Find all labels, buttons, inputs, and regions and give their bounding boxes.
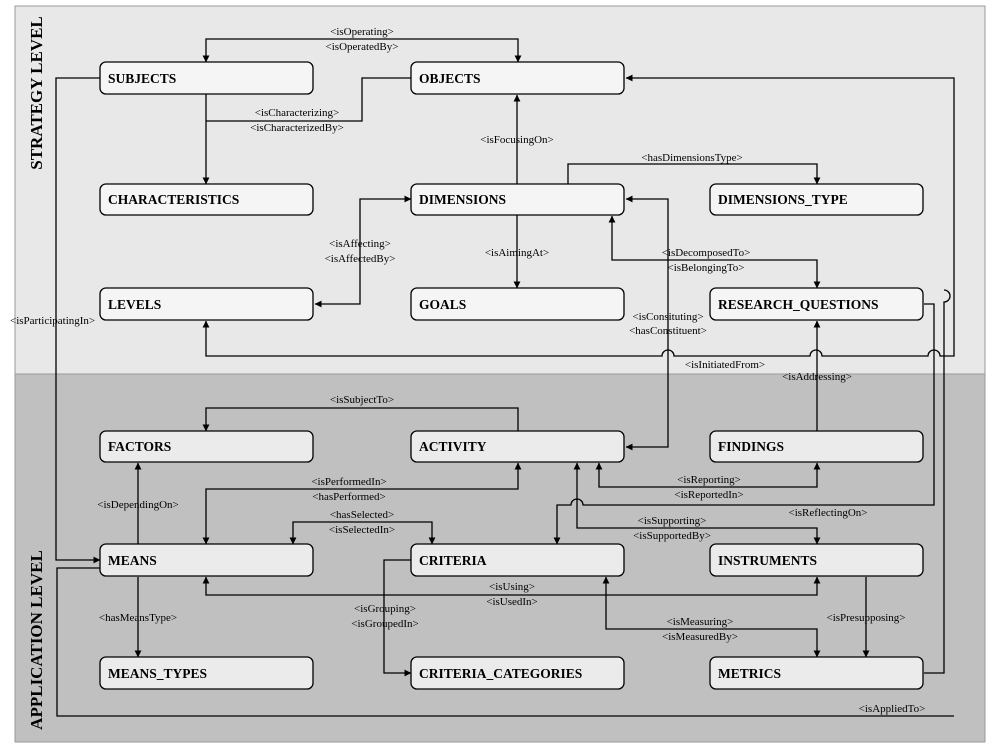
entity-levels[interactable]: LEVELS: [99, 287, 314, 321]
entity-label: MEANS: [108, 553, 157, 568]
relation-label: <isAffectedBy>: [325, 253, 396, 265]
relation-label: <isAffecting>: [329, 238, 391, 250]
relation-label: <isInitiatedFrom>: [685, 359, 765, 371]
entity-label: DIMENSIONS: [419, 192, 506, 207]
relation-label: <isAddressing>: [782, 371, 852, 383]
entity-findings[interactable]: FINDINGS: [709, 430, 924, 463]
relation-label: <isSupportedBy>: [633, 530, 711, 542]
edge-operating: [202, 38, 522, 63]
relation-label: <isReporting>: [677, 474, 741, 486]
entity-characteristics[interactable]: CHARACTERISTICS: [99, 183, 314, 216]
entity-criteria-categories[interactable]: CRITERIA_CATEGORIES: [410, 656, 625, 690]
edge-participating-in: [55, 77, 101, 564]
relation-label: <isSupporting>: [638, 515, 707, 527]
entity-label: RESEARCH_QUESTIONS: [718, 297, 879, 312]
relation-label: <isSelectedIn>: [329, 524, 395, 536]
relation-label: <isParticipatingIn>: [10, 315, 95, 327]
entity-metrics[interactable]: METRICS: [709, 656, 924, 690]
entity-label: OBJECTS: [419, 71, 481, 86]
relation-label: <isConsituting>: [632, 311, 703, 323]
entity-objects[interactable]: OBJECTS: [410, 61, 625, 95]
entity-goals[interactable]: GOALS: [410, 287, 625, 321]
entity-label: MEANS_TYPES: [108, 666, 207, 681]
entity-label: LEVELS: [108, 297, 161, 312]
relation-label: <isAimingAt>: [485, 247, 549, 259]
relation-label: <isCharacterizing>: [255, 107, 340, 119]
edge-subject-to: [202, 407, 519, 432]
entity-label: DIMENSIONS_TYPE: [718, 192, 848, 207]
relation-label: <isReportedIn>: [674, 489, 743, 501]
relation-label: <isOperating>: [330, 26, 394, 38]
relation-label: <hasDimensionsType>: [641, 152, 742, 164]
entity-instruments[interactable]: INSTRUMENTS: [709, 543, 924, 577]
relation-label: <isMeasuring>: [667, 616, 734, 628]
entity-label: FACTORS: [108, 439, 171, 454]
edge-measuring: [602, 576, 821, 658]
relation-label: <isMeasuredBy>: [662, 631, 738, 643]
application-level-label: APPLICATION LEVEL: [27, 550, 46, 730]
entity-label: SUBJECTS: [108, 71, 176, 86]
relation-label: <isAppliedTo>: [859, 703, 926, 715]
entity-research-questions[interactable]: RESEARCH_QUESTIONS: [709, 287, 924, 321]
relation-label: <isUsedIn>: [486, 596, 538, 608]
entity-activity[interactable]: ACTIVITY: [410, 430, 625, 463]
edge-performed-in: [202, 462, 522, 545]
relation-label: <isDecomposedTo>: [662, 247, 751, 259]
entity-criteria[interactable]: CRITERIA: [410, 543, 625, 577]
entity-dimensions-type[interactable]: DIMENSIONS_TYPE: [709, 183, 924, 216]
edge-metrics-findings: [924, 289, 951, 674]
relation-label: <isUsing>: [489, 581, 535, 593]
strategy-level-label: STRATEGY LEVEL: [27, 16, 46, 170]
relation-label: <hasPerformed>: [312, 491, 386, 503]
entity-subjects[interactable]: SUBJECTS: [99, 61, 314, 95]
relation-label: <isSubjectTo>: [330, 394, 394, 406]
entity-label: METRICS: [718, 666, 781, 681]
edge-applied-to: [56, 567, 954, 717]
relation-label: <isPresupposing>: [826, 612, 905, 624]
entity-dimensions[interactable]: DIMENSIONS: [410, 183, 625, 216]
relation-label: <isDependingOn>: [97, 499, 178, 511]
entity-means-types[interactable]: MEANS_TYPES: [99, 656, 314, 690]
entity-factors[interactable]: FACTORS: [99, 430, 314, 463]
relation-label: <isPerformedIn>: [311, 476, 386, 488]
relation-label: <isCharacterizedBy>: [250, 122, 344, 134]
relation-label: <hasMeansType>: [99, 612, 177, 624]
relation-label: <hasConstituent>: [629, 325, 707, 337]
entity-label: CRITERIA_CATEGORIES: [419, 666, 582, 681]
relation-label: <isFocusingOn>: [480, 134, 554, 146]
entity-label: CRITERIA: [419, 553, 487, 568]
entity-label: CHARACTERISTICS: [108, 192, 239, 207]
relation-label: <isBelongingTo>: [667, 262, 744, 274]
edge-constituting: [625, 195, 669, 451]
edge-grouping: [383, 559, 412, 677]
relation-label: <isReflectingOn>: [788, 507, 867, 519]
edge-selected: [289, 521, 436, 545]
relation-label: <isOperatedBy>: [326, 41, 399, 53]
edge-supporting: [573, 462, 821, 545]
entity-means[interactable]: MEANS: [99, 543, 314, 577]
entity-label: GOALS: [419, 297, 466, 312]
entity-label: ACTIVITY: [419, 439, 487, 454]
relation-label: <isGroupedIn>: [351, 618, 418, 630]
entity-label: INSTRUMENTS: [718, 553, 817, 568]
relation-label: <isGrouping>: [354, 603, 416, 615]
entity-label: FINDINGS: [718, 439, 784, 454]
relation-label: <hasSelected>: [330, 509, 394, 521]
